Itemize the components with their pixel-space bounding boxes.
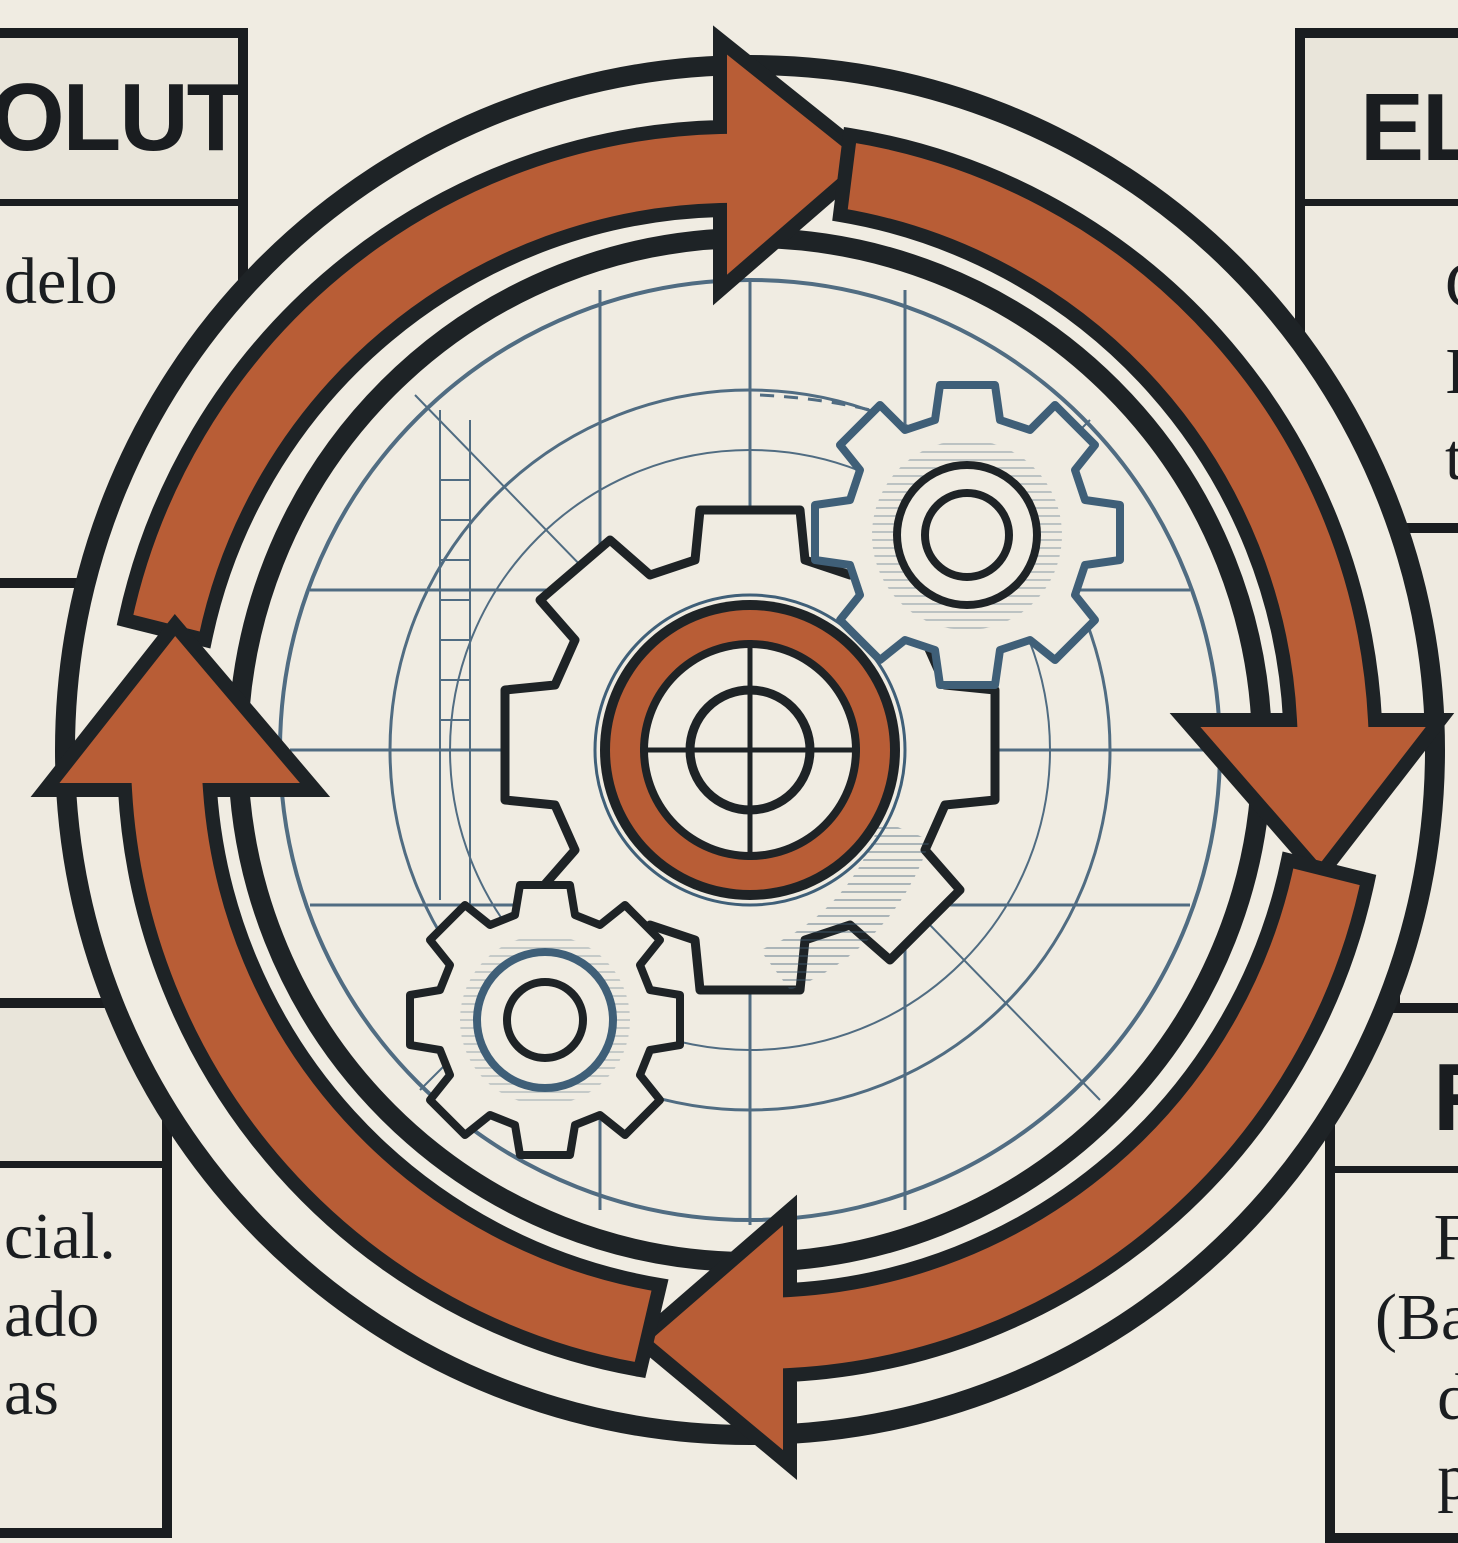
arrow-right bbox=[832, 126, 1455, 887]
arrow-bottom bbox=[629, 851, 1377, 1480]
panel-bottom-left: cial. ado as bbox=[0, 998, 172, 1538]
small-gear-top-icon bbox=[811, 381, 1124, 689]
cycle-arrows-icon bbox=[30, 25, 1455, 1480]
panel-bottom-left-body: cial. ado as bbox=[4, 1200, 116, 1429]
target-icon bbox=[600, 600, 900, 900]
small-gear-bottom-icon bbox=[406, 881, 684, 1159]
panel-bottom-right-body: F (Ba d p bbox=[1375, 1201, 1458, 1514]
panel-top-left-title: OLUTO bbox=[0, 38, 238, 206]
arrow-top bbox=[116, 25, 881, 649]
panel-top-left: OLUTO delo bbox=[0, 28, 248, 588]
panel-top-right-title: ELI bbox=[1305, 38, 1458, 206]
arrow-left bbox=[30, 613, 669, 1379]
panel-top-left-body: delo bbox=[4, 245, 118, 318]
panel-top-right-body: C I t bbox=[1445, 249, 1458, 494]
